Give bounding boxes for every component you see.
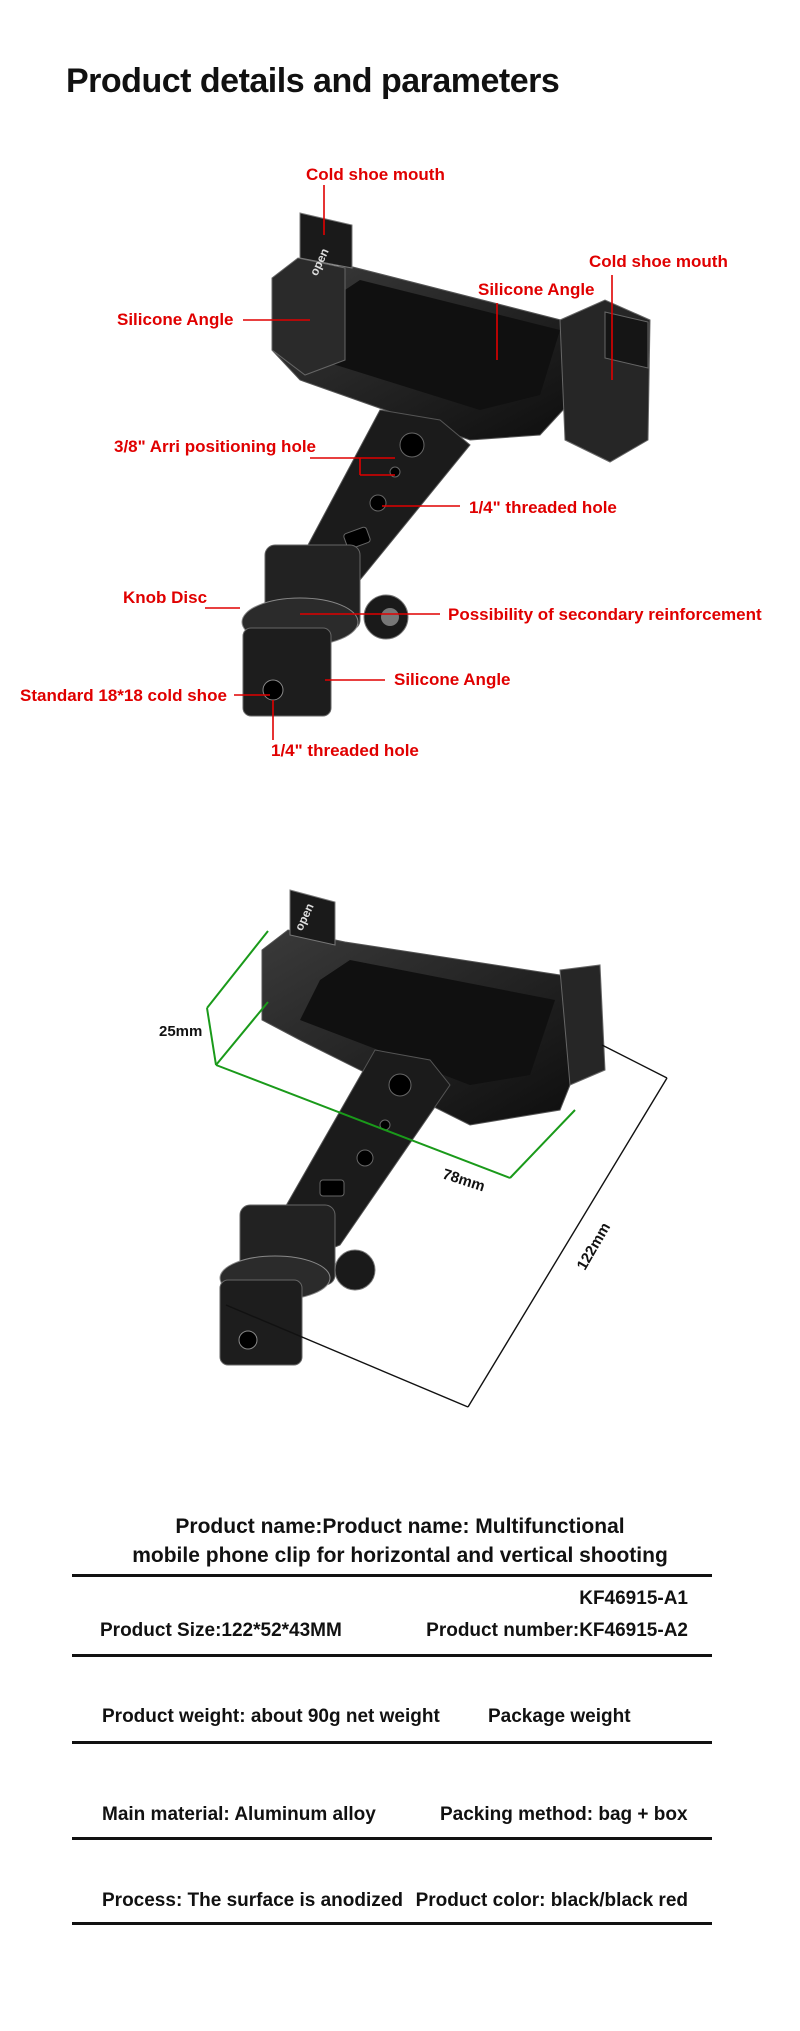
main-material: Main material: Aluminum alloy (102, 1804, 376, 1825)
annotated-product-figure: Cold shoe mouth Cold shoe mouth Silicone… (0, 0, 800, 780)
callout-silicone-bottom: Silicone Angle (394, 670, 511, 689)
callout-silicone-top: Silicone Angle (478, 280, 595, 299)
product-color: Product color: black/black red (415, 1890, 688, 1911)
product-number: Product number:KF46915-A2 (426, 1620, 688, 1641)
callout-threaded-bottom: 1/4" threaded hole (271, 741, 419, 760)
page-title: Product details and parameters (66, 62, 560, 100)
dimension-figure: 25mm 78mm 122mm open (0, 860, 800, 1420)
package-weight: Package weight (488, 1706, 631, 1727)
product-size: Product Size:122*52*43MM (100, 1620, 342, 1641)
product-number-a1: KF46915-A1 (579, 1588, 688, 1609)
table-divider (72, 1741, 712, 1744)
dimension-height: 25mm (159, 1023, 203, 1040)
surface-process: Process: The surface is anodized (102, 1890, 403, 1911)
table-divider (72, 1574, 712, 1577)
callout-cold-shoe-right: Cold shoe mouth (589, 252, 728, 271)
callout-silicone-left: Silicone Angle (117, 310, 234, 329)
callout-threaded-mid: 1/4" threaded hole (469, 498, 617, 517)
callout-standard-shoe: Standard 18*18 cold shoe (20, 686, 227, 705)
product-name-line1: Product name:Product name: Multifunction… (175, 1515, 625, 1538)
product-name: Product name:Product name: Multifunction… (0, 1512, 800, 1570)
table-divider (72, 1922, 712, 1925)
packing-method: Packing method: bag + box (440, 1804, 688, 1825)
table-divider (72, 1837, 712, 1840)
callout-cold-shoe-top: Cold shoe mouth (306, 165, 445, 184)
table-divider (72, 1654, 712, 1657)
product-name-line2: mobile phone clip for horizontal and ver… (132, 1544, 668, 1567)
callout-knob-disc: Knob Disc (123, 588, 208, 607)
annotated-product-image (205, 185, 651, 740)
callout-arri-hole: 3/8" Arri positioning hole (114, 437, 316, 456)
callout-reinforcement: Possibility of secondary reinforcement (448, 605, 762, 624)
product-weight: Product weight: about 90g net weight (102, 1706, 440, 1727)
dimension-product-image (206, 889, 668, 1408)
